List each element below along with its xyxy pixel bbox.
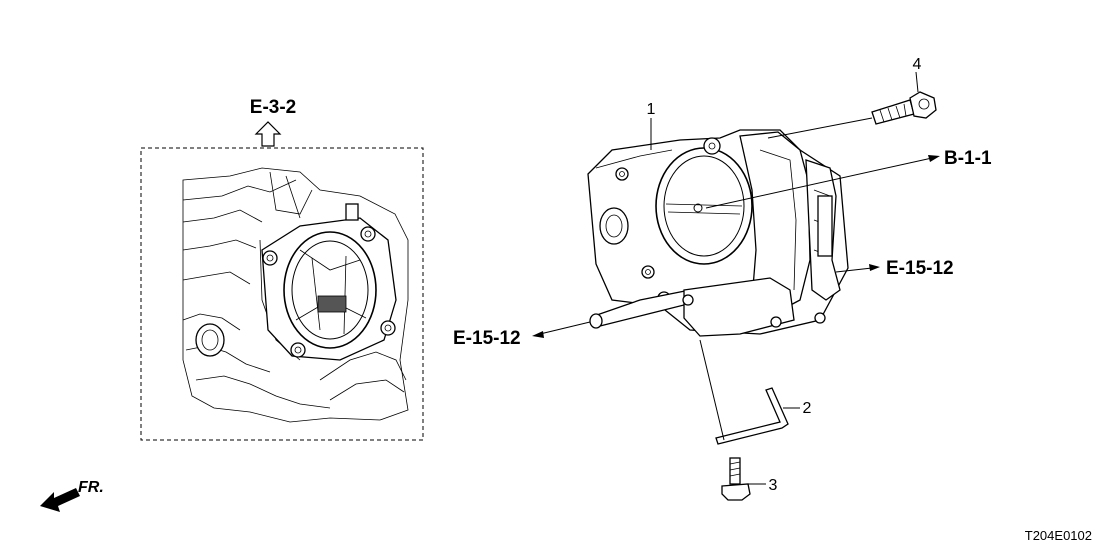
part-number-3: 3 <box>769 477 778 494</box>
leader-part-4 <box>915 71 919 93</box>
part-number-4: 4 <box>913 56 922 73</box>
arrowhead-e-15-12-left <box>532 331 544 338</box>
bolt-part-4 <box>871 91 937 125</box>
front-direction-marker: FR. <box>40 479 104 512</box>
arrowhead-e-15-12-right <box>869 264 880 271</box>
leader-pin-to-body <box>699 339 725 441</box>
ref-b-1-1[interactable]: B-1-1 <box>944 148 992 169</box>
leader-bolt-to-body <box>767 117 873 139</box>
arrow-line-b-1-1 <box>705 157 933 209</box>
diagram-code: T204E0102 <box>1025 528 1092 543</box>
up-arrow-icon <box>254 121 282 147</box>
intake-manifold-inset <box>140 147 424 441</box>
inset-dashed-frame <box>140 147 424 441</box>
front-label: FR. <box>78 479 104 496</box>
ref-e-3-2[interactable]: E-3-2 <box>250 97 296 118</box>
throttle-body-drawing <box>587 129 849 337</box>
front-arrow-icon <box>40 488 80 512</box>
part-number-2: 2 <box>803 400 812 417</box>
screw-part-3 <box>721 457 751 501</box>
ref-e-15-12-left[interactable]: E-15-12 <box>453 328 521 349</box>
arrow-line-e-15-12-left <box>539 321 591 335</box>
arrow-line-e-15-12-right <box>835 267 873 273</box>
ref-e-15-12-right[interactable]: E-15-12 <box>886 258 954 279</box>
intake-manifold-drawing <box>182 167 409 423</box>
part-number-1: 1 <box>647 101 656 118</box>
arrowhead-b-1-1 <box>928 155 940 162</box>
l-pin-part-2 <box>715 387 789 445</box>
